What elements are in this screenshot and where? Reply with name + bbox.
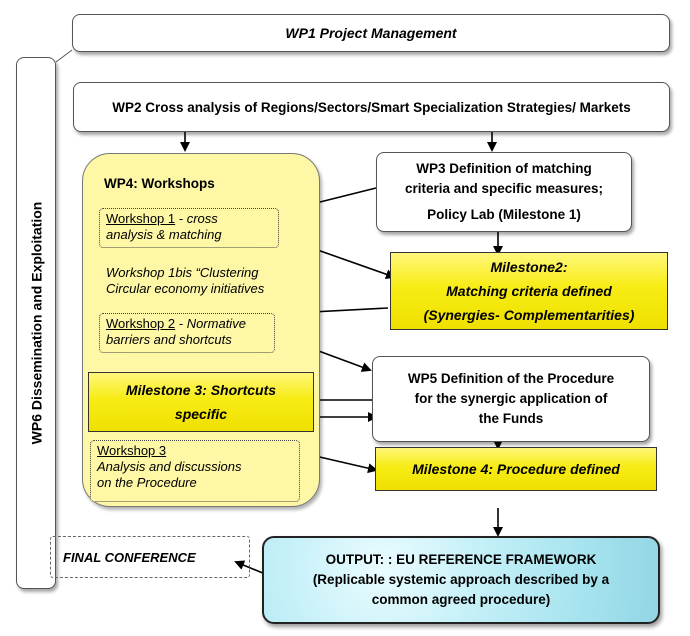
output-line3: common agreed procedure) (371, 592, 551, 607)
workshop2-label: Workshop 2 (106, 316, 176, 331)
workshop3-line3: on the Procedure (97, 475, 197, 490)
milestone2-scroll: Milestone2: Matching criteria defined (S… (390, 252, 668, 330)
workshop1bis-line2: Circular economy initiatives (106, 281, 265, 296)
wp6-title: WP6 Dissemination and Exploitation (28, 201, 45, 445)
output-line1: OUTPUT: : EU REFERENCE FRAMEWORK (325, 552, 597, 567)
wp2-cross-analysis-box: WP2 Cross analysis of Regions/Sectors/Sm… (73, 82, 670, 132)
workshop1bis-text: Workshop 1bis “Clustering Circular econo… (106, 265, 264, 297)
workshop3-line2: Analysis and discussions (97, 459, 242, 474)
workshop1-label: Workshop 1 (106, 211, 176, 226)
milestone4-line1: Milestone 4: Procedure defined (412, 461, 620, 477)
milestone3-line2: specific (174, 406, 228, 422)
workshop2-line2: barriers and shortcuts (106, 332, 232, 347)
workshop1-rest: - cross (175, 211, 218, 226)
final-conference-box: FINAL CONFERENCE (50, 536, 250, 578)
milestone4-scroll: Milestone 4: Procedure defined (375, 447, 657, 491)
arrow-workshop-to-wp5 (315, 349, 372, 372)
wp3-line3: Policy Lab (Milestone 1) (427, 207, 581, 222)
workshop1bis-line1: Workshop 1bis “Clustering (106, 265, 259, 280)
wp3-line2: criteria and specific measures; (404, 181, 604, 196)
workshop3-label: Workshop 3 (97, 443, 167, 458)
wp6-dissemination-box: WP6 Dissemination and Exploitation (16, 57, 56, 589)
workshop1-box: Workshop 1 - cross analysis & matching (99, 208, 279, 248)
wp3-line1: WP3 Definition of matching (416, 161, 592, 176)
wp1-project-management-box: WP1 Project Management (72, 14, 670, 52)
wp3-matching-criteria-box: WP3 Definition of matching criteria and … (376, 152, 632, 232)
wp4-title: WP4: Workshops (104, 176, 215, 191)
milestone2-line3: (Synergies- Complementarities) (423, 307, 635, 323)
wp5-line2: for the synergic application of (414, 391, 608, 406)
workshop2-rest: - Normative (175, 316, 246, 331)
output-line2: (Replicable systemic approach described … (312, 572, 610, 587)
wp5-procedure-box: WP5 Definition of the Procedure for the … (372, 356, 650, 442)
wp5-line1: WP5 Definition of the Procedure (407, 371, 615, 386)
wp1-title: WP1 Project Management (285, 25, 457, 41)
milestone3-line1: Milestone 3: Shortcuts (125, 382, 277, 398)
output-eu-framework-box: OUTPUT: : EU REFERENCE FRAMEWORK (Replic… (262, 536, 660, 624)
milestone3-scroll: Milestone 3: Shortcuts specific (88, 372, 314, 432)
wp5-line3: the Funds (478, 411, 544, 426)
milestone2-line1: Milestone2: (490, 259, 568, 275)
wp1-wp6-connector (55, 49, 73, 63)
milestone2-line2: Matching criteria defined (446, 283, 612, 299)
final-conference-label: FINAL CONFERENCE (63, 549, 196, 565)
workshop2-box: Workshop 2 - Normative barriers and shor… (99, 313, 275, 353)
wp2-title: WP2 Cross analysis of Regions/Sectors/Sm… (112, 99, 631, 115)
workshop1-line2: analysis & matching (106, 227, 222, 242)
workshop3-box: Workshop 3 Analysis and discussions on t… (90, 440, 300, 502)
